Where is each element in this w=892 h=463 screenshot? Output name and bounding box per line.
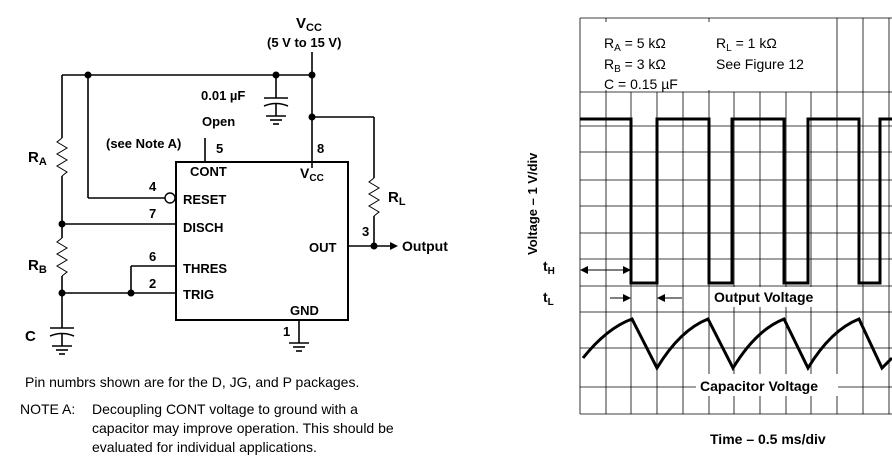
- rl-value-text: RL = 1 kΩ: [716, 35, 777, 54]
- timing-cap-plate-curved: [49, 332, 75, 337]
- open-label: Open: [202, 114, 235, 129]
- th-arrow-right: [623, 266, 631, 274]
- pin-4-label: 4: [149, 179, 157, 194]
- rb-label: RB: [28, 257, 47, 276]
- junction-dot: [370, 242, 378, 250]
- c-value-text: C = 0.15 µF: [604, 76, 678, 92]
- ic-555-body: [175, 161, 349, 321]
- pin-3-label: 3: [362, 224, 369, 239]
- note-a-line: capacitor may improve operation. This sh…: [92, 420, 394, 436]
- decoupling-cap-value: 0.01 µF: [201, 88, 245, 103]
- output-voltage-label-bg: [710, 287, 832, 307]
- chip-pin-cont: CONT: [190, 164, 227, 179]
- note-a-prefix: NOTE A:: [20, 401, 76, 417]
- junction-dot: [308, 71, 316, 79]
- capacitor-voltage-label: Capacitor Voltage: [700, 378, 818, 394]
- chip-pin-gnd: GND: [290, 303, 319, 318]
- oscilloscope-plot: RA = 5 kΩ RB = 3 kΩ C = 0.15 µF RL = 1 k…: [525, 17, 892, 447]
- tl-arrow-right: [657, 294, 665, 302]
- th-arrow-left: [580, 266, 588, 274]
- pin-7-label: 7: [149, 206, 156, 221]
- vcc-range-label: (5 V to 15 V): [267, 35, 341, 50]
- pin-1-label: 1: [283, 324, 290, 339]
- pin-8-label: 8: [317, 141, 324, 156]
- th-label: tH: [543, 258, 555, 277]
- vcc-label: VCC: [296, 15, 322, 34]
- output-label: Output: [402, 238, 448, 254]
- capacitor-voltage-label-bg: [696, 374, 838, 396]
- tl-label: tL: [543, 289, 554, 308]
- rl-label: RL: [388, 189, 406, 208]
- pin-2-label: 2: [149, 276, 156, 291]
- note-a-line: Decoupling CONT voltage to ground with a: [92, 401, 358, 417]
- chip-pin-thres: THRES: [183, 261, 227, 276]
- chip-pin-out: OUT: [309, 240, 337, 255]
- decoupling-cap-plate-curved: [263, 102, 289, 107]
- c-label: C: [25, 328, 36, 345]
- output-voltage-waveform: [580, 117, 892, 285]
- rb-value-text: RB = 3 kΩ: [604, 56, 666, 75]
- rb-resistor: [56, 237, 68, 277]
- scope-legend-bg: [584, 22, 834, 90]
- output-voltage-label: Output Voltage: [714, 289, 813, 305]
- ra-label: RA: [28, 149, 47, 168]
- x-axis-title: Time – 0.5 ms/div: [710, 431, 826, 447]
- schematic: VCC (5 V to 15 V) 0.01 µF Open (see Note…: [25, 15, 448, 355]
- chip-pin-trig: TRIG: [183, 287, 214, 302]
- chip-pin-vcc: VCC: [300, 165, 324, 184]
- ra-value-text: RA = 5 kΩ: [604, 35, 666, 54]
- rl-resistor: [368, 177, 380, 217]
- pin-6-label: 6: [149, 249, 156, 264]
- output-arrow: [390, 242, 398, 250]
- reset-inverter-bubble: [164, 192, 176, 204]
- ra-resistor: [56, 137, 68, 177]
- tl-arrow-left: [623, 294, 631, 302]
- note-a-line: evaluated for individual applications.: [92, 439, 317, 455]
- note-a-ref: (see Note A): [106, 136, 181, 151]
- chip-pin-disch: DISCH: [183, 220, 223, 235]
- pin-5-label: 5: [216, 141, 223, 156]
- see-figure-text: See Figure 12: [716, 56, 804, 72]
- chip-pin-reset: RESET: [183, 192, 226, 207]
- y-axis-title: Voltage – 1 V/div: [525, 152, 540, 255]
- capacitor-voltage-waveform: [581, 317, 892, 372]
- pin-numbers-note: Pin numbrs shown are for the D, JG, and …: [25, 374, 360, 390]
